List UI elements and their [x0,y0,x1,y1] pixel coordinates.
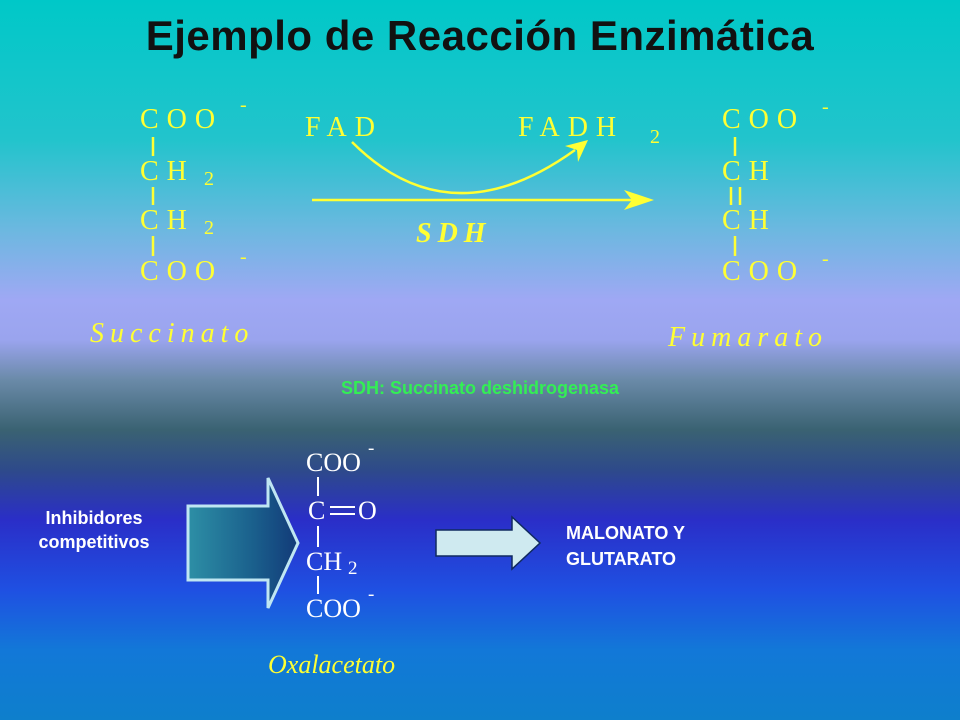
cofactor-fad: FAD [305,112,383,143]
inhibitor-label: Inhibidores competitivos [14,506,174,554]
oxa-sub: 2 [348,558,358,579]
succinate-name: Succinato [90,318,255,349]
succinate-row-4: COO [140,256,224,287]
inhibitor-block-arrow [186,477,300,609]
succinate-row-3: CH [140,205,195,236]
oxa-row-4: COO [306,594,361,623]
succinate-charge-bottom: - [240,246,247,268]
oxaloacetate-name: Oxalacetato [268,650,396,679]
fumarate-row-3: CH [722,205,777,236]
fumarate-bonds [729,137,742,256]
oxa-row-2-o: O [358,496,377,525]
reaction-arrow [312,190,654,210]
oxaloacetate-bonds [317,477,355,594]
fumarate-row-2: CH [722,156,777,187]
cofactor-curved-arrow [351,140,588,195]
other-inhibitors-line2: GLUTARATO [566,549,676,569]
succinate-row-1: COO [140,104,224,135]
succinate-sub-2: 2 [204,217,214,239]
cofactor-fadh-sub: 2 [650,126,660,148]
cofactor-fadh: FADH [518,112,625,143]
fumarate-charge-bottom: - [822,248,829,270]
page-title: Ejemplo de Reacción Enzimática [145,12,815,59]
succinate-charge-top: - [240,94,247,116]
inhibitor-label-line2: competitivos [38,532,150,552]
oxa-charge-top: - [368,438,375,459]
fumarate-row-4: COO [722,256,806,287]
other-inhibitors-line1: MALONATO Y [566,523,686,543]
succinate-row-2: CH [140,156,195,187]
enzyme-label: SDH [416,218,492,249]
fumarate-name: Fumarato [668,322,828,353]
inhibitor-label-line1: Inhibidores [45,508,143,528]
oxa-row-3: CH [306,547,343,576]
fumarate-charge-top: - [822,96,829,118]
succinate-sub-1: 2 [204,168,214,190]
enzyme-legend: SDH: Succinato deshidrogenasa [340,378,620,398]
oxa-charge-bottom: - [368,584,375,605]
other-inhibitors: MALONATO Y GLUTARATO [566,520,685,572]
fumarate-row-1: COO [722,104,806,135]
others-block-arrow [435,515,542,571]
oxa-row-1: COO [306,448,361,477]
oxa-row-2-c: C [308,496,326,525]
